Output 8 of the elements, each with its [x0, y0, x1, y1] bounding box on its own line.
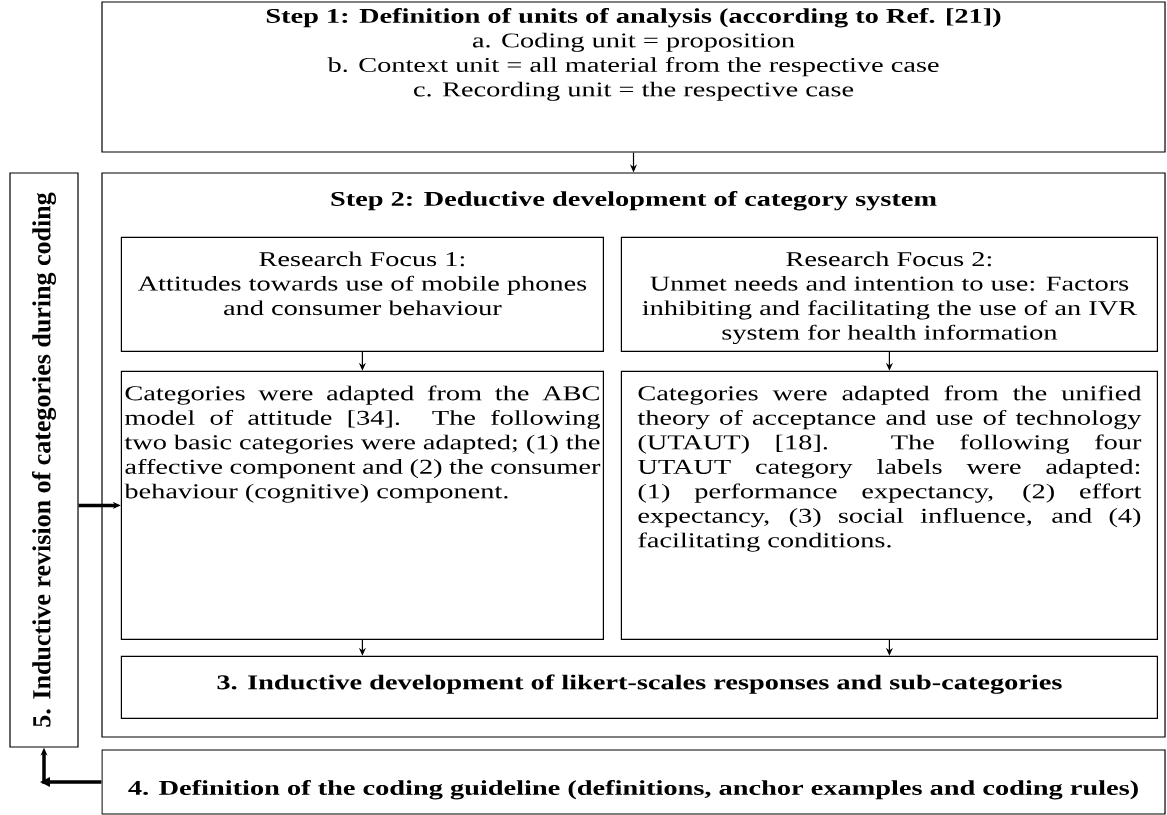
focus-box: Research Focus 1: Attitudes towards use of mobile phones and consumer behaviour: [120, 236, 604, 352]
category-box: Categories were adapted from the unified theory of acceptance and use of technology (UTAUT) [18]. The following four UTAUT category labels were adapted: (1) performance expectancy, (2) effort expectancy, (3) social influence, and (4) facilitating conditions.: [620, 370, 1158, 640]
category-box: Categories were adapted from the ABC model of attitude [34]. The following two basic categories were adapted; (1) the affective component and (2) the consumer behaviour (cognitive) component.: [120, 370, 604, 640]
focus-box: Research Focus 2: Unmet needs and intention to use: Factors inhibiting and facilitating the use of an IVR system for health information: [620, 236, 1158, 352]
step-box: 3. Inductive development of likert-scales responses and sub-categories: [120, 655, 1158, 719]
step-box: 5. Inductive revision of categories during coding: [9, 172, 79, 748]
step-box: Step 1: Definition of units of analysis (according to Ref. [21]) a. Coding unit = proposition b. Context unit = all material from the respective case c. Recording unit = the respective case: [101, 1, 1166, 153]
step-box: 4. Definition of the coding guideline (definitions, anchor examples and coding rules): [101, 749, 1166, 815]
